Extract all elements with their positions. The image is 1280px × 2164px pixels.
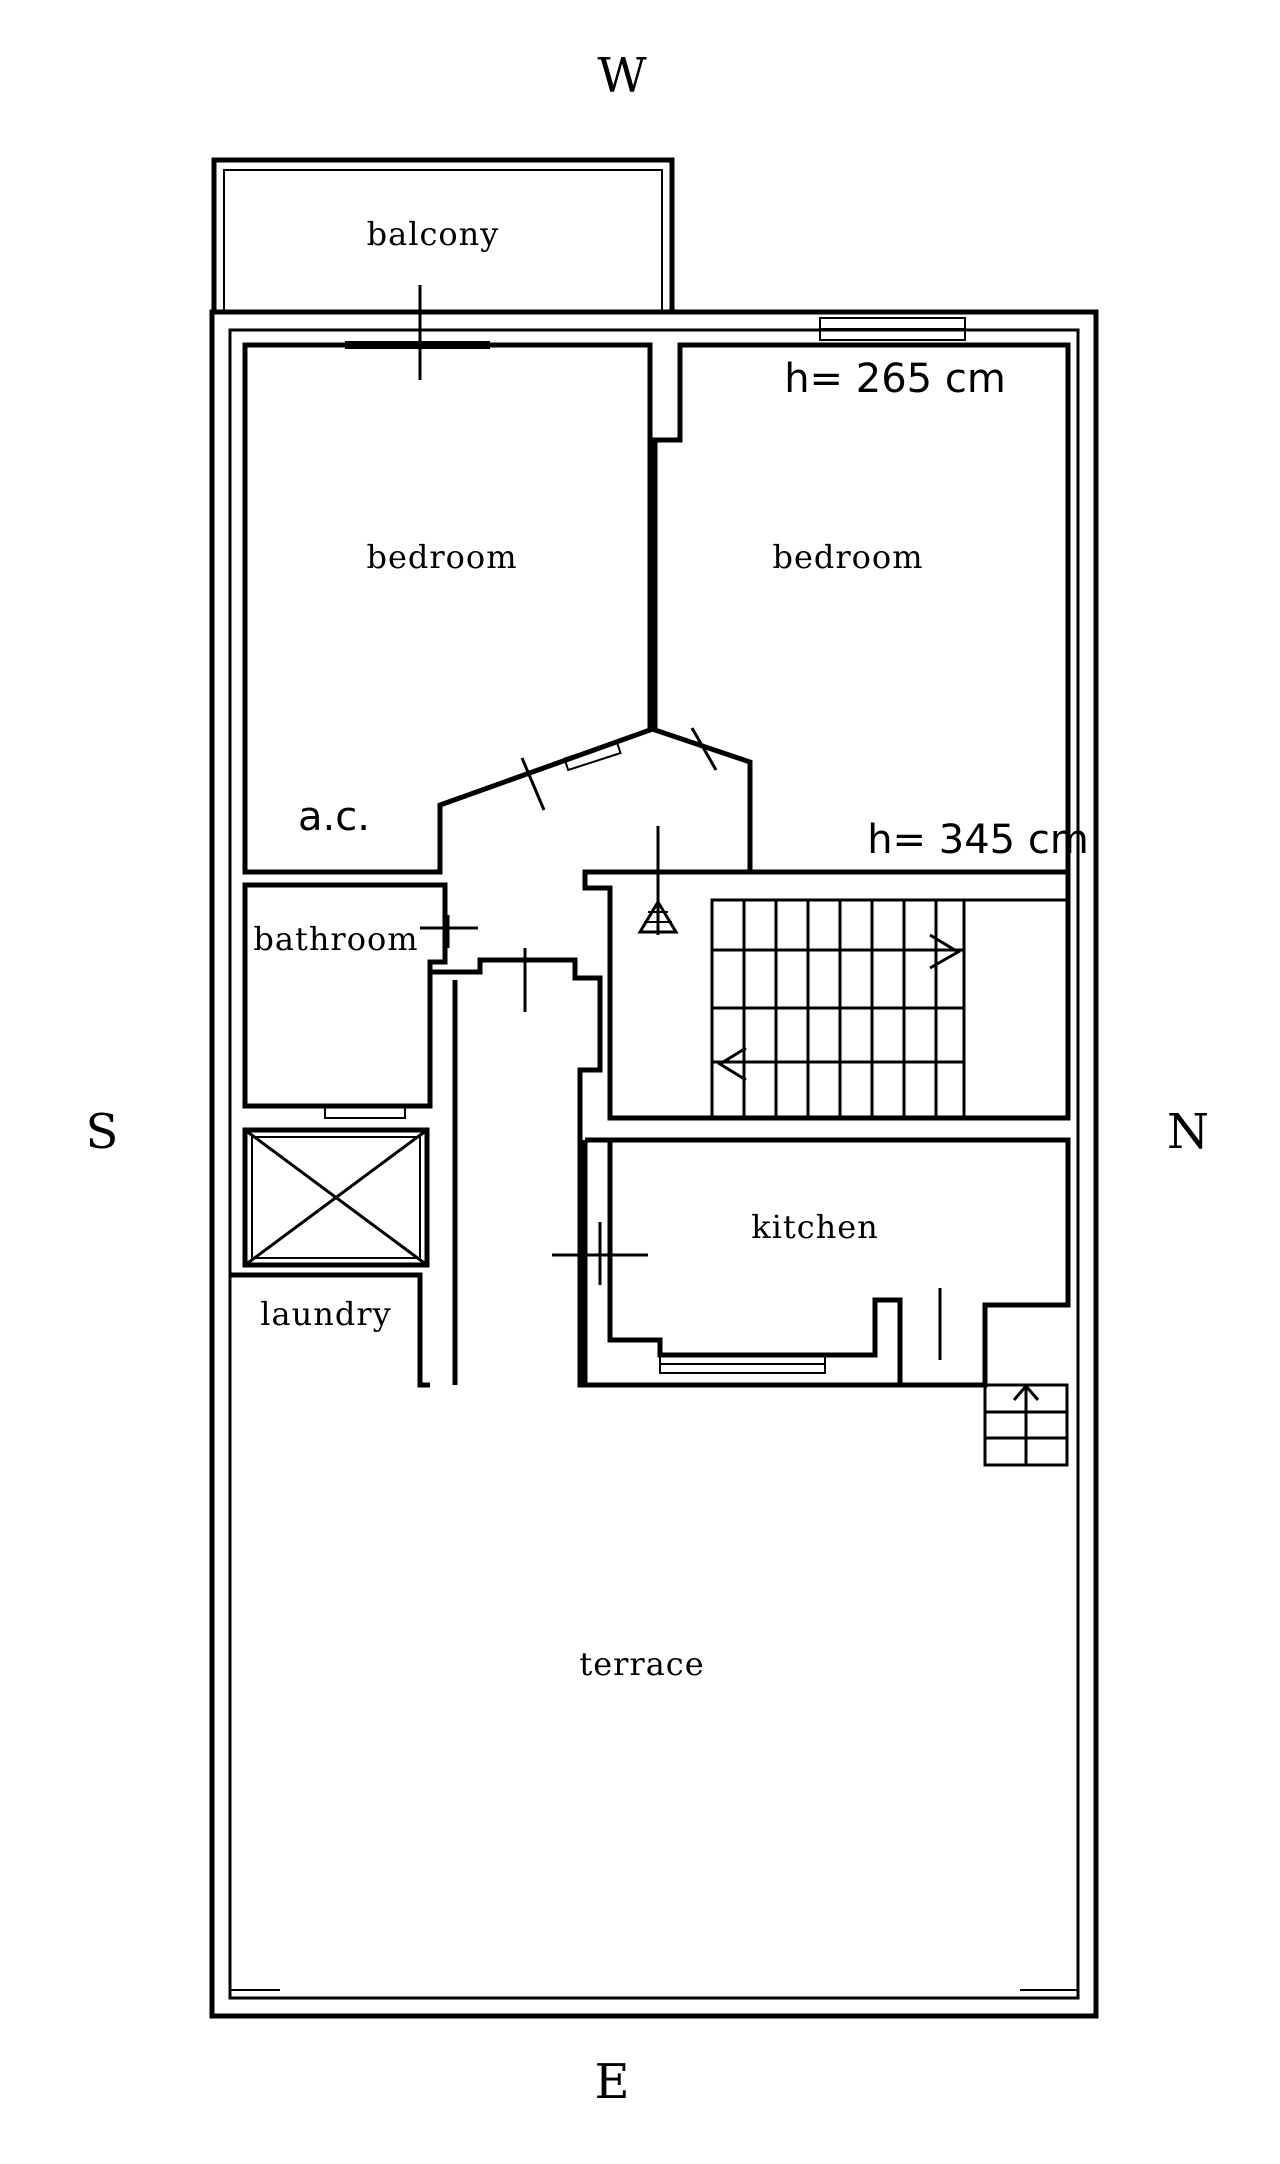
door-marks-hall — [520, 727, 718, 811]
label-laundry: laundry — [260, 1295, 391, 1333]
bedroom-right-walls — [652, 317, 1071, 875]
laundry-walls — [230, 1272, 430, 1388]
outer-walls — [209, 309, 1099, 2019]
shaft-box — [242, 1127, 430, 1268]
label-bedroom-right: bedroom — [772, 538, 923, 576]
label-ac: a.c. — [298, 794, 370, 840]
label-bathroom: bathroom — [253, 920, 418, 958]
compass-south: S — [86, 1104, 119, 1160]
corridor-walls — [430, 948, 603, 1388]
exterior-stair — [983, 1383, 1069, 1467]
height-upper: h= 265 cm — [784, 356, 1006, 402]
compass-north: N — [1167, 1104, 1209, 1160]
bathroom-walls — [242, 882, 478, 1119]
compass-west: W — [597, 48, 647, 104]
stair-hall — [582, 826, 1071, 1121]
label-balcony: balcony — [367, 215, 500, 253]
staircase — [710, 898, 1068, 1120]
label-terrace: terrace — [579, 1645, 704, 1683]
compass-east: E — [594, 2054, 629, 2110]
label-bedroom-left: bedroom — [366, 538, 517, 576]
bedroom-left-walls — [242, 285, 653, 875]
label-kitchen: kitchen — [751, 1208, 879, 1246]
height-lower: h= 345 cm — [867, 817, 1089, 863]
kitchen-walls — [552, 1137, 1071, 1388]
